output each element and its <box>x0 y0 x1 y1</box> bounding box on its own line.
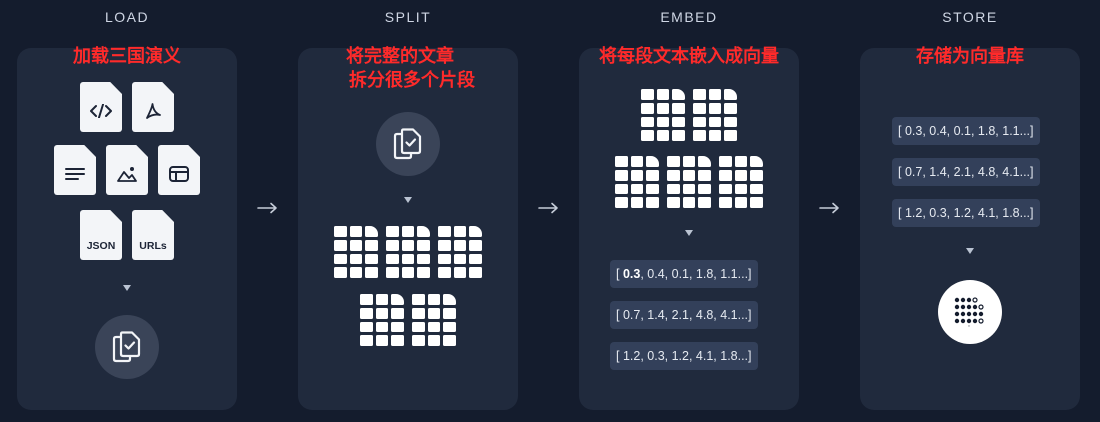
vector-pill: [ 0.3, 0.4, 0.1, 1.8, 1.1...] <box>892 117 1040 145</box>
vector-pill: [ 1.2, 0.3, 1.2, 4.1, 1.8...] <box>610 342 758 370</box>
down-arrow-icon <box>685 230 693 236</box>
embed-caption: 将每段文本嵌入成向量 <box>599 46 779 67</box>
chunk-icon <box>667 156 711 208</box>
chunk-icon <box>360 294 404 346</box>
load-panel: 加载三国演义 JSON URLs <box>17 46 237 410</box>
urls-file-label: URLs <box>139 240 167 252</box>
stage-title-split: SPLIT <box>384 9 432 25</box>
document-icon <box>95 315 159 379</box>
stage-title-load: LOAD <box>104 9 150 25</box>
stage-title-store: STORE <box>942 9 998 25</box>
pdf-file-icon <box>132 82 174 132</box>
stage-title-embed: EMBED <box>660 9 718 25</box>
json-file-icon: JSON <box>80 210 122 260</box>
vector-rest: , 0.4, 0.1, 1.8, 1.1...] <box>640 267 752 281</box>
document-icon <box>376 112 440 176</box>
flow-arrow-icon <box>538 199 560 217</box>
image-file-icon <box>106 145 148 195</box>
vector-pill: [ 0.7, 1.4, 2.1, 4.8, 4.1...] <box>892 158 1040 186</box>
down-arrow-icon <box>123 285 131 291</box>
flow-arrow-icon <box>819 199 841 217</box>
vector-highlight: 0.3 <box>622 267 641 281</box>
down-arrow-icon <box>966 248 974 254</box>
vector-store-icon <box>938 280 1002 344</box>
table-file-icon <box>158 145 200 195</box>
split-caption-line1: 将完整的文章 <box>346 46 454 67</box>
chunk-icon <box>615 156 659 208</box>
vector-pill: [ 1.2, 0.3, 1.2, 4.1, 1.8...] <box>892 199 1040 227</box>
text-file-icon <box>54 145 96 195</box>
embed-panel: 将每段文本嵌入成向量 [ 0.3, 0.4, 0.1, 1.8, 1.1...]… <box>579 46 799 410</box>
split-caption-line2: 拆分很多个片段 <box>349 70 475 91</box>
split-panel: 将完整的文章 拆分很多个片段 <box>298 46 518 410</box>
json-file-label: JSON <box>86 240 116 252</box>
chunk-icon <box>412 294 456 346</box>
load-caption: 加载三国演义 <box>73 46 181 67</box>
chunk-icon <box>438 226 482 278</box>
store-panel: 存储为向量库 [ 0.3, 0.4, 0.1, 1.8, 1.1...] [ 0… <box>860 46 1080 410</box>
code-file-icon <box>80 82 122 132</box>
store-caption: 存储为向量库 <box>916 46 1024 67</box>
down-arrow-icon <box>404 197 412 203</box>
chunk-icon <box>334 226 378 278</box>
chunk-icon <box>719 156 763 208</box>
vector-pill: [ 0.7, 1.4, 2.1, 4.8, 4.1...] <box>610 301 758 329</box>
vector-pill: [ 0.3, 0.4, 0.1, 1.8, 1.1...] <box>610 260 758 288</box>
flow-arrow-icon <box>257 199 279 217</box>
chunk-icon <box>641 89 685 141</box>
urls-file-icon: URLs <box>132 210 174 260</box>
chunk-icon <box>693 89 737 141</box>
chunk-icon <box>386 226 430 278</box>
